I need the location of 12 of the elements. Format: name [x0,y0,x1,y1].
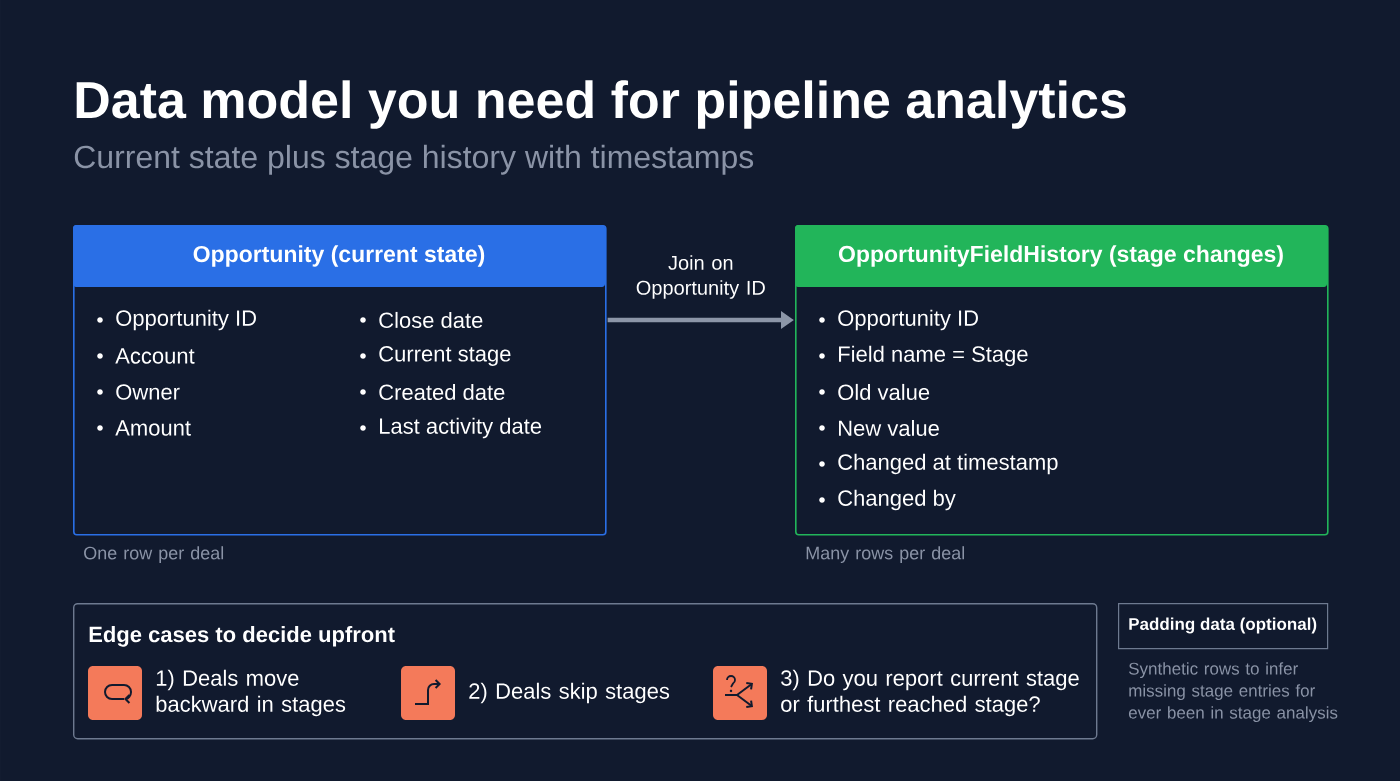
edge-label: Join on Opportunity ID [636,255,765,299]
subtitle: Current state plus stage history with timestamps [74,144,754,175]
table-box: OpportunityFieldHistory (stage changes) Opportunity ID Field name = Stage Old value New value Changed at timestamp Changed by [795,225,1329,536]
note-box: Padding data (optional) [1118,603,1329,650]
title: Data model you need for pipeline analytics [76,80,1126,129]
case-text: 2) Deals skip stages [469,682,670,704]
case-text: 1) Deals move backward in stages [156,669,346,717]
table-box: Opportunity (current state) Opportunity ID Account Owner Amount Close date Current stage Created date Last activity date [73,225,607,536]
note-text: One row per deal [84,546,224,563]
note-text: Synthetic rows to infer missing stage entries for ever been in stage analysis [1128,662,1338,723]
case-text: 3) Do you report current stage or furthest reached stage? [781,669,1079,717]
note-text: Many rows per deal [806,546,964,563]
